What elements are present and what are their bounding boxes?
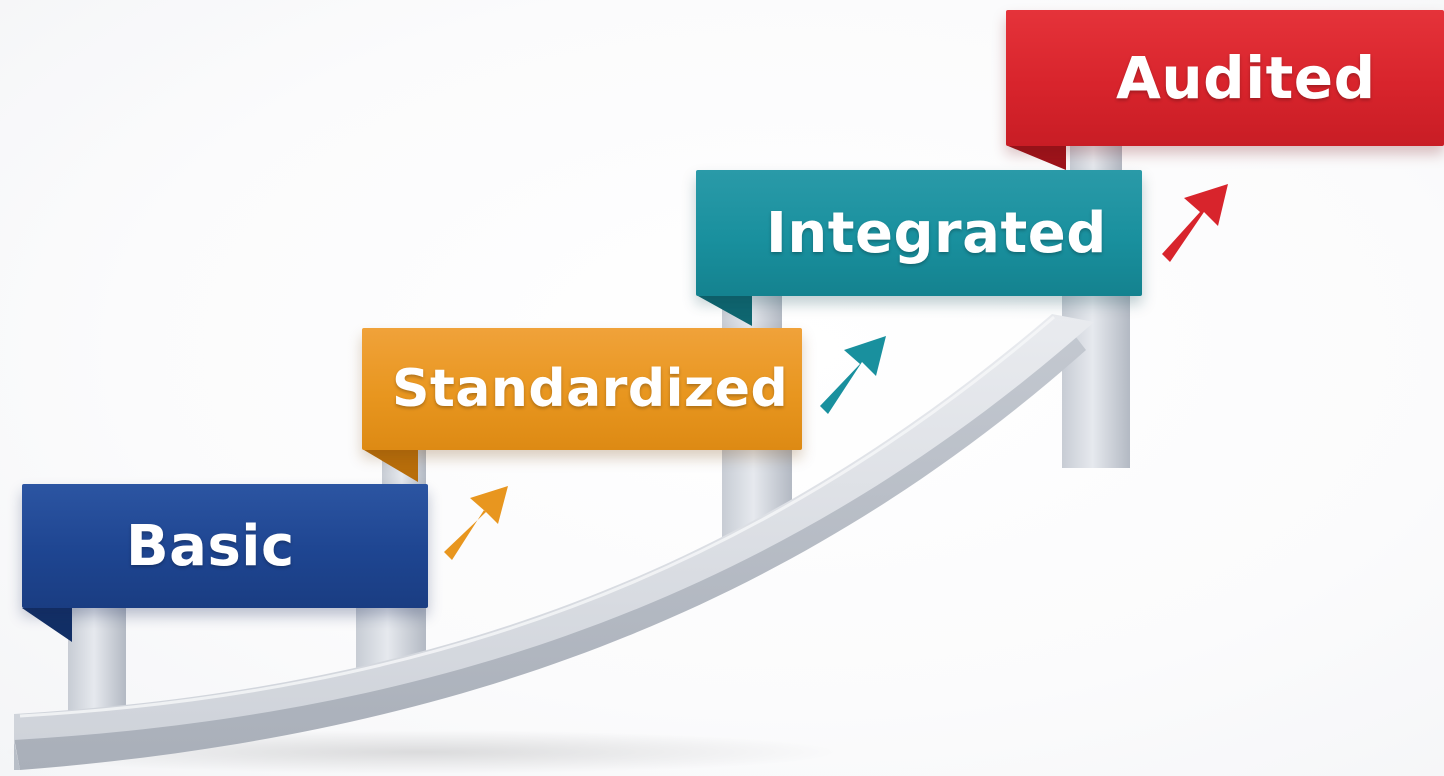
arrow-up-right-icon	[820, 336, 886, 414]
ramp-end-cap	[14, 714, 20, 770]
fold-standardized	[364, 450, 418, 482]
ramp-highlight	[19, 315, 1055, 718]
step-basic-banner: Basic	[22, 484, 428, 608]
step-integrated-banner: Integrated	[696, 170, 1142, 296]
step-standardized-label: Standardized	[392, 359, 789, 419]
step-basic-label: Basic	[126, 513, 295, 579]
arrow-up-right-icon	[1162, 184, 1228, 262]
step-standardized-banner: Standardized	[362, 328, 802, 450]
fold-integrated	[698, 296, 752, 326]
arrow-up-right-icon	[444, 486, 508, 560]
fold-audited	[1008, 146, 1066, 170]
step-integrated-label: Integrated	[766, 200, 1107, 266]
step-audited-label: Audited	[1116, 44, 1376, 112]
fold-basic	[22, 608, 72, 642]
step-audited-banner: Audited	[1006, 10, 1444, 146]
